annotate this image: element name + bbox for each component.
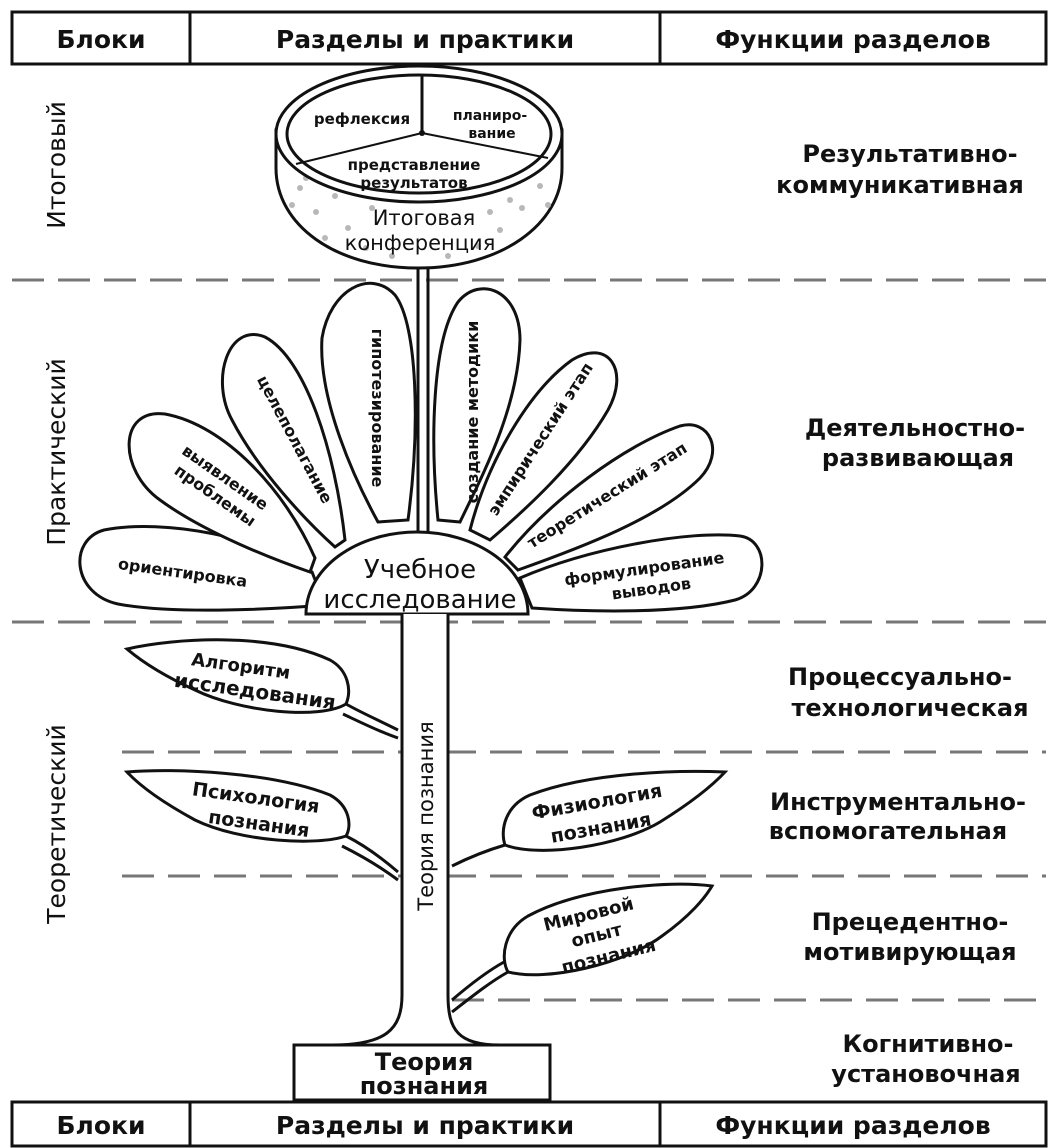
petal-empirical bbox=[468, 351, 619, 542]
footer-frame bbox=[10, 1100, 1048, 1148]
upper-stem bbox=[416, 265, 430, 545]
section-separators bbox=[12, 278, 1046, 1002]
function-4-line-1: Инструментально- bbox=[770, 788, 1026, 816]
trunk-label: Теория познания bbox=[414, 721, 438, 911]
function-1-line-2: коммуникативная bbox=[776, 171, 1024, 199]
bowl-caption-2: конференция bbox=[345, 231, 496, 255]
function-6-line-2: установочная bbox=[831, 1060, 1020, 1088]
footer-blocks: Блоки bbox=[56, 1111, 145, 1140]
leaf-algorithm bbox=[123, 638, 351, 714]
block-final: Итоговый bbox=[42, 101, 71, 229]
header-blocks: Блоки bbox=[56, 25, 145, 54]
petals bbox=[78, 281, 764, 613]
footer-row: Блоки Разделы и практики Функции раздело… bbox=[10, 1100, 1048, 1148]
flower-center bbox=[304, 530, 530, 616]
bowl-sector-presentation-2: результатов bbox=[360, 174, 467, 192]
center-line-1: Учебное bbox=[364, 555, 476, 585]
block-practical: Практический bbox=[42, 358, 71, 545]
petal-theoretical bbox=[502, 423, 715, 572]
function-2-line-2: развивающая bbox=[822, 444, 1014, 472]
center-line-2: исследование bbox=[323, 585, 516, 615]
petal-hypothesis bbox=[320, 281, 417, 524]
function-4-line-2: вспомогательная bbox=[769, 817, 1007, 845]
petal-label-method: создание методики bbox=[463, 321, 482, 504]
root-line-1: Теория bbox=[375, 1048, 474, 1076]
header-row: Блоки Разделы и практики Функции раздело… bbox=[10, 10, 1048, 66]
petal-goal-setting bbox=[220, 333, 347, 549]
petal-label-hypothesis: гипотезирование bbox=[368, 329, 387, 488]
block-labels: Итоговый Практический Теоретический bbox=[42, 101, 71, 925]
petal-method bbox=[432, 287, 522, 524]
footer-functions: Функции разделов bbox=[715, 1111, 990, 1140]
root-base bbox=[292, 1043, 552, 1102]
block-theoretical: Теоретический bbox=[42, 724, 71, 925]
function-labels: Результативно- коммуникативная Деятельно… bbox=[769, 140, 1029, 1088]
header-frame bbox=[10, 10, 1048, 66]
footer-sections: Разделы и практики bbox=[276, 1111, 574, 1140]
petal-problem bbox=[127, 412, 317, 574]
function-3-line-2: технологическая bbox=[791, 694, 1028, 722]
header-functions: Функции разделов bbox=[715, 25, 990, 54]
bowl-dots bbox=[289, 175, 551, 259]
function-6-line-1: Когнитивно- bbox=[843, 1030, 1014, 1058]
conference-bowl: рефлексия планиро- вание представление р… bbox=[274, 64, 564, 270]
header-sections: Разделы и практики bbox=[276, 25, 574, 54]
function-2-line-1: Деятельностно- bbox=[805, 414, 1025, 442]
function-1-line-1: Результативно- bbox=[802, 140, 1017, 168]
function-5-line-1: Прецедентно- bbox=[812, 908, 1009, 936]
root-line-2: познания bbox=[360, 1072, 489, 1100]
bowl-sector-reflection: рефлексия bbox=[314, 110, 410, 128]
bowl-sector-planning-2: вание bbox=[468, 126, 515, 142]
bowl-sector-planning-1: планиро- bbox=[453, 108, 527, 124]
function-3-line-1: Процессуально- bbox=[788, 663, 1012, 691]
function-5-line-2: мотивирующая bbox=[803, 938, 1016, 966]
bowl-caption-1: Итоговая bbox=[373, 206, 476, 230]
bowl-sector-presentation-1: представление bbox=[348, 156, 481, 174]
petal-conclusions bbox=[518, 533, 764, 613]
